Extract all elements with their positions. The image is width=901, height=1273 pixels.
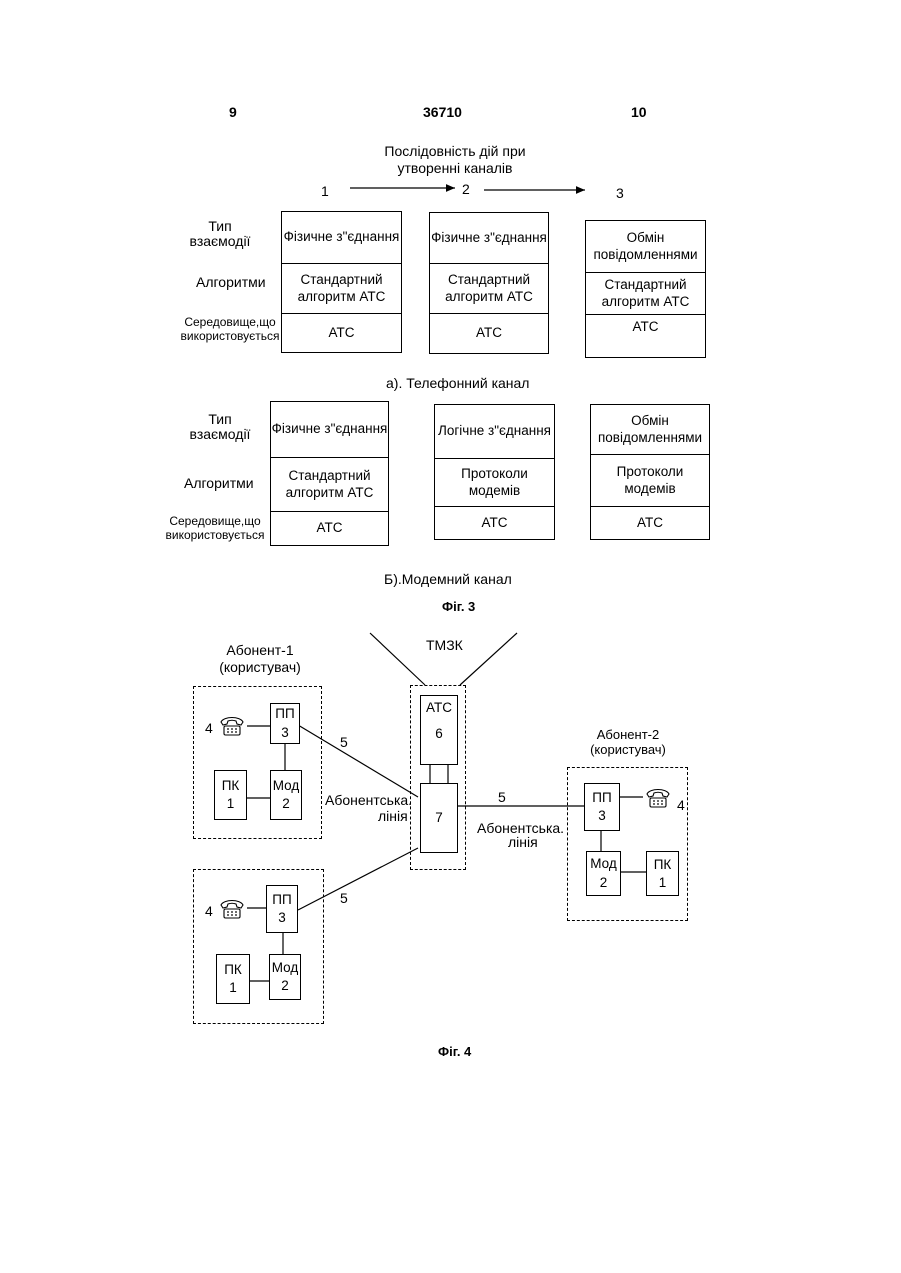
sub3-pp-number: 3: [278, 909, 286, 927]
exchange-port-box: 7: [420, 783, 458, 853]
sub1-modem-label: Мод: [273, 777, 300, 795]
sub1-pp-number: 3: [281, 724, 289, 742]
line-label-left-2: лінія: [378, 808, 408, 824]
sub3-pp-label: ПП: [272, 891, 291, 909]
exchange-number-6: 6: [435, 725, 443, 743]
subscriber1-container: [193, 686, 322, 839]
exchange-number-7: 7: [435, 809, 443, 827]
line-number-2: 5: [498, 789, 506, 805]
subscriber1-name: Абонент-1: [200, 642, 320, 658]
subscriber2-role: (користувач): [568, 743, 688, 758]
sub1-pc-box: ПК 1: [214, 770, 247, 820]
sub1-pc-label: ПК: [222, 777, 240, 795]
sub2-pc-number: 1: [659, 874, 667, 892]
sub2-pp-number: 3: [598, 807, 606, 825]
sub3-modem-label: Мод: [272, 959, 299, 977]
network-line-right: [460, 633, 517, 685]
sub1-modem-number: 2: [282, 795, 290, 813]
network-label: ТМЗК: [426, 637, 463, 653]
sub3-pp-box: ПП 3: [266, 885, 298, 933]
subscriber3-container: [193, 869, 324, 1024]
sub2-phone-number: 4: [677, 797, 685, 813]
sub2-pc-box: ПК 1: [646, 851, 679, 896]
sub2-pc-label: ПК: [654, 856, 672, 874]
line-number-1: 5: [340, 734, 348, 750]
sub3-phone-number: 4: [205, 903, 213, 919]
line-label-left-1: Абонентська.: [325, 792, 412, 808]
sub3-modem-box: Мод 2: [269, 954, 301, 1000]
exchange-atc-box: АТС 6: [420, 695, 458, 765]
sub2-modem-box: Мод 2: [586, 851, 621, 896]
sub2-pp-box: ПП 3: [584, 783, 620, 831]
line-label-right-2: лінія: [508, 834, 538, 850]
sub1-phone-number: 4: [205, 720, 213, 736]
subscriber1-role: (користувач): [200, 659, 320, 675]
sub1-pp-label: ПП: [275, 705, 294, 723]
sub3-pc-label: ПК: [224, 961, 242, 979]
sub2-modem-number: 2: [600, 874, 608, 892]
sub2-modem-label: Мод: [590, 855, 617, 873]
fig4-label: Фіг. 4: [438, 1045, 471, 1060]
network-line-left: [370, 633, 425, 685]
sub3-pc-box: ПК 1: [216, 954, 250, 1004]
sub2-pp-label: ПП: [592, 789, 611, 807]
sub1-pc-number: 1: [227, 795, 235, 813]
sub1-pp-box: ПП 3: [270, 703, 300, 744]
sub1-modem-box: Мод 2: [270, 770, 302, 820]
exchange-atc-label: АТС: [426, 699, 452, 717]
sub3-modem-number: 2: [281, 977, 289, 995]
subscriber2-name: Абонент-2: [568, 728, 688, 743]
sub3-pc-number: 1: [229, 979, 237, 997]
line-number-3: 5: [340, 890, 348, 906]
